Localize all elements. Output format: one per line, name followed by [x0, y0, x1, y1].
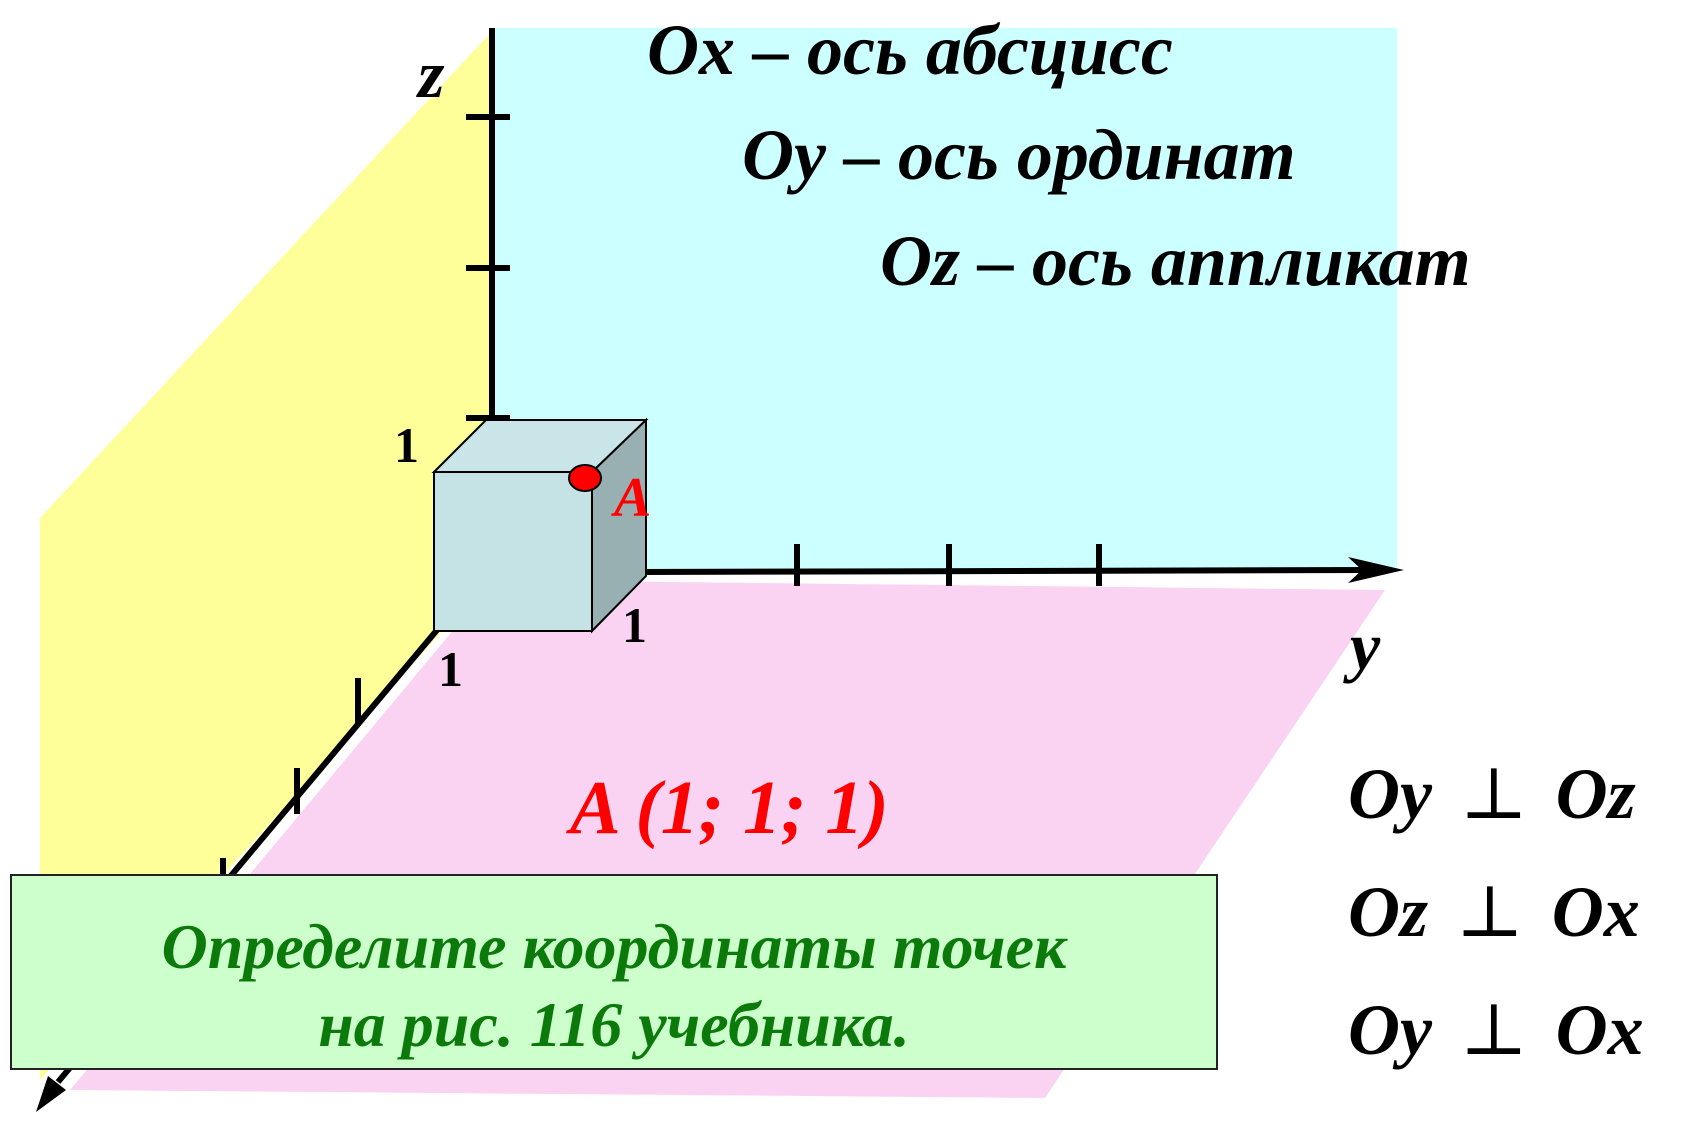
xz-plane: [40, 28, 495, 1080]
axis-definition-text-oy: – ось ординат: [843, 115, 1296, 195]
perp-left: Oy: [1348, 754, 1432, 834]
axis-name-ox: Ox: [647, 10, 735, 90]
x-axis-arrowhead: [36, 1076, 66, 1112]
perp-right: Ox: [1555, 990, 1644, 1070]
perpendicular-statement-oy-ox: Oy ⊥ Ox: [1348, 994, 1644, 1066]
axis-definition-text-oz: – ось аппликат: [978, 221, 1471, 301]
y-axis-label: y: [1350, 608, 1381, 684]
perp-symbol: ⊥: [1456, 872, 1524, 952]
z-axis-label: z: [418, 36, 445, 112]
perp-symbol: ⊥: [1459, 990, 1528, 1070]
perp-left: Oy: [1348, 990, 1432, 1070]
point-a-marker: [568, 464, 602, 492]
axis-definition-ox: Ox – ось абсцисс: [647, 14, 1173, 86]
point-a-coordinates: A (1; 1; 1): [570, 766, 889, 850]
yz-plane: [495, 28, 1397, 572]
perp-left: Oz: [1348, 872, 1429, 952]
axis-definition-oz: Oz – ось аппликат: [880, 225, 1471, 297]
task-box: Определите координаты точек на рис. 116 …: [10, 874, 1218, 1070]
y-unit-label: 1: [622, 597, 647, 653]
y-axis: [639, 567, 1371, 575]
z-unit-label: 1: [394, 417, 419, 473]
cube-front-face: [433, 471, 593, 632]
y-axis-arrowhead: [1348, 557, 1404, 583]
x-unit-label: 1: [438, 641, 463, 697]
perpendicular-statement-oz-ox: Oz ⊥ Ox: [1348, 876, 1640, 948]
perp-right: Oz: [1555, 754, 1636, 834]
perp-symbol: ⊥: [1459, 754, 1528, 834]
perpendicular-statement-oy-oz: Oy ⊥ Oz: [1348, 758, 1636, 830]
axis-definition-oy: Oy – ось ординат: [742, 119, 1296, 191]
axis-name-oy: Oy: [742, 115, 826, 195]
axis-definition-text-ox: – ось абсцисс: [753, 10, 1173, 90]
point-a-label: A: [614, 467, 652, 529]
axis-name-oz: Oz: [880, 221, 961, 301]
perp-right: Ox: [1551, 872, 1640, 952]
task-text-line1: Определите координаты точек: [161, 911, 1067, 982]
task-text-line2: на рис. 116 учебника.: [318, 989, 910, 1060]
